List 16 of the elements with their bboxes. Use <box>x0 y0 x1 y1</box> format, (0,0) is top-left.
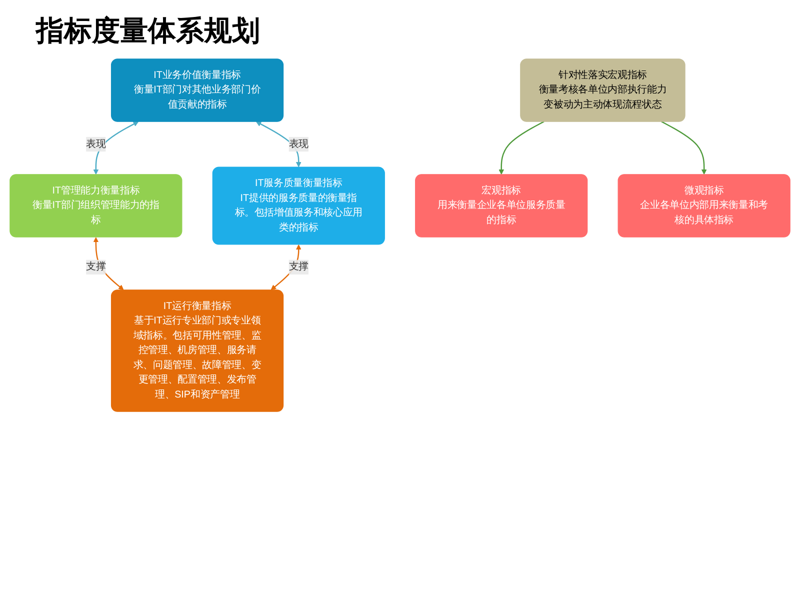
node-box: 宏观指标 用来衡量企业各单位服务质量的指标 <box>415 174 588 238</box>
node-box: 针对性落实宏观指标 衡量考核各单位内部执行能力 变被动为主动体现流程状态 <box>520 58 686 122</box>
node-box: 微观指标 企业各单位内部用来衡量和考核的具体指标 <box>618 174 790 238</box>
arrow <box>93 121 139 175</box>
arrow <box>498 121 544 175</box>
node-box: IT服务质量衡量指标 IT提供的服务质量的衡量指标。包括增值服务和核心应用类的指标 <box>212 166 385 245</box>
page-title: 指标度量体系规划 <box>36 14 261 48</box>
arrow <box>661 121 707 175</box>
node-box: IT管理能力衡量指标 衡量IT部门组织管理能力的指标 <box>10 174 182 238</box>
edge-label: 表现 <box>86 138 106 150</box>
edge-label: 支撑 <box>288 262 308 272</box>
arrow <box>256 121 302 168</box>
node-box: IT业务价值衡量指标 衡量IT部门对其他业务部门价值贡献的指标 <box>110 58 284 122</box>
edge-label: 表现 <box>288 138 308 150</box>
edge-label: 支撑 <box>86 262 106 272</box>
node-box: IT运行衡量指标 基于IT运行专业部门或专业领域指标。包括可用性管理、监控管理、机房管理、服务请求、问题管理、故障管理、变更管理、配置管理、发布管理、SIP和资产管理 <box>110 290 284 412</box>
